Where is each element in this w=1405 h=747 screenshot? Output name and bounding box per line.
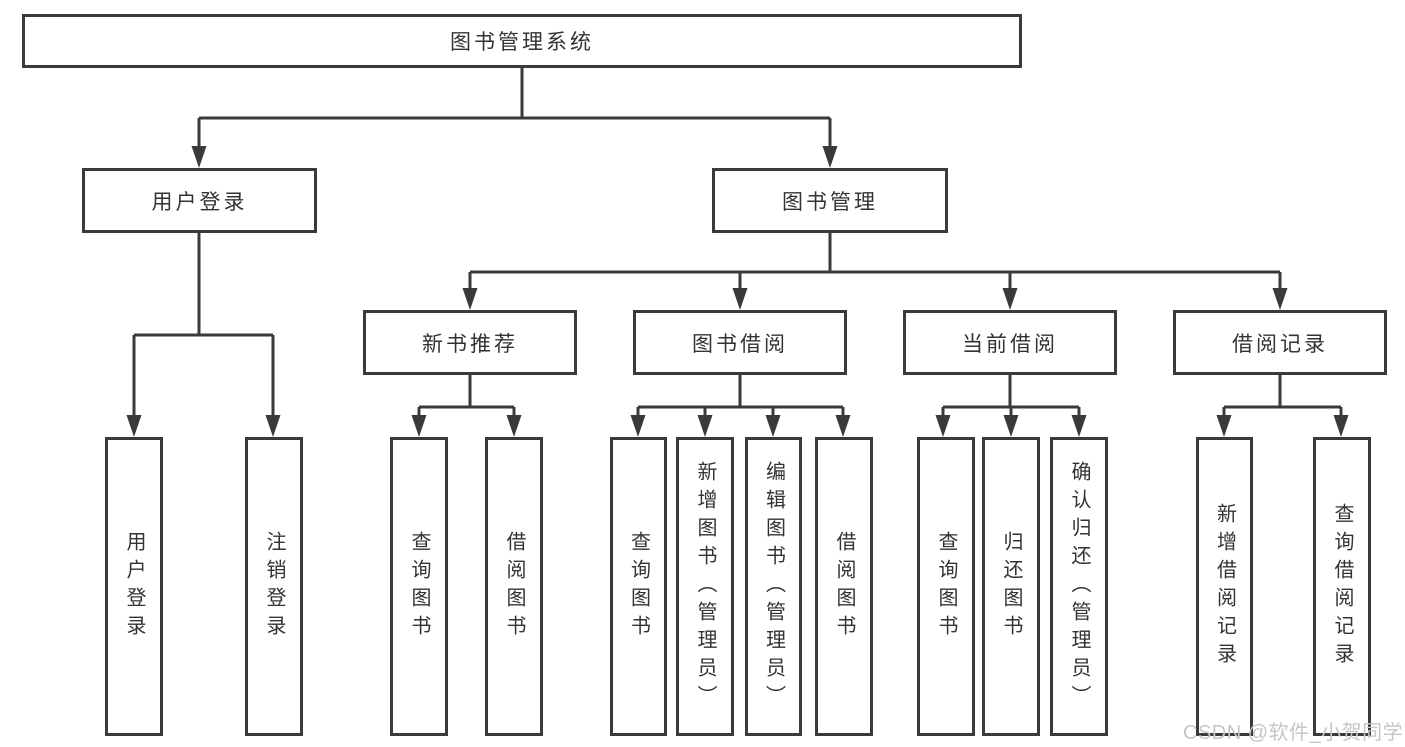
node-label: 用户登录 (151, 190, 248, 214)
connector-current-borrow-to-leaves (935, 375, 1087, 437)
node-label: 归还图书 (1000, 530, 1022, 643)
node-label: 图书管理 (782, 190, 878, 214)
leaf-query-books-recommend: 查询图书 (390, 437, 448, 736)
node-label: 图书管理系统 (450, 31, 594, 54)
leaf-add-book-admin: 新增图书（管理员） (676, 437, 734, 736)
node-label: 查询图书 (935, 530, 957, 643)
connector-borrow-records-to-leaves (1216, 375, 1349, 437)
node-label: 借阅图书 (833, 530, 855, 643)
node-label: 新增图书（管理员） (694, 460, 716, 713)
leaf-query-books-borrow: 查询图书 (610, 437, 667, 736)
csdn-watermark: CSDN @软件_小贺同学 (1183, 722, 1404, 744)
leaf-edit-book-admin: 编辑图书（管理员） (745, 437, 802, 736)
connector-new-book-recommend-to-leaves (411, 375, 522, 437)
node-new-book-recommend: 新书推荐 (363, 310, 577, 375)
node-label: 用户登录 (123, 530, 145, 643)
connector-book-borrow-to-leaves (630, 375, 851, 437)
node-label: 确认归还（管理员） (1068, 460, 1090, 713)
node-label: 查询图书 (627, 530, 650, 643)
leaf-return-book: 归还图书 (982, 437, 1040, 736)
leaf-user-login: 用户登录 (105, 437, 163, 736)
leaf-add-borrow-record: 新增借阅记录 (1196, 437, 1253, 736)
connector-book-management-to-modules (462, 233, 1288, 310)
node-label: 编辑图书（管理员） (762, 460, 785, 713)
node-root: 图书管理系统 (22, 14, 1022, 68)
leaf-confirm-return-admin: 确认归还（管理员） (1050, 437, 1108, 736)
node-label: 查询图书 (408, 530, 430, 643)
node-label: 图书借阅 (692, 332, 788, 356)
node-label: 新增借阅记录 (1213, 502, 1236, 671)
node-label: 新书推荐 (422, 332, 518, 356)
connector-user-login-to-leaves (126, 233, 281, 437)
node-user-login-branch: 用户登录 (82, 168, 317, 233)
node-label: 查询借阅记录 (1331, 502, 1353, 671)
node-label: 当前借阅 (962, 332, 1058, 356)
node-label: 注销登录 (263, 530, 285, 643)
leaf-borrow-books-recommend: 借阅图书 (485, 437, 543, 736)
node-label: 借阅记录 (1232, 332, 1328, 356)
node-borrow-records: 借阅记录 (1173, 310, 1387, 375)
leaf-logout: 注销登录 (245, 437, 303, 736)
leaf-query-borrow-record: 查询借阅记录 (1313, 437, 1371, 736)
node-book-borrow: 图书借阅 (633, 310, 847, 375)
node-current-borrow: 当前借阅 (903, 310, 1117, 375)
connector-root-to-level2 (191, 68, 838, 168)
node-label: 借阅图书 (503, 530, 525, 643)
node-book-management-branch: 图书管理 (712, 168, 948, 233)
leaf-query-books-current: 查询图书 (917, 437, 975, 736)
leaf-borrow-books: 借阅图书 (815, 437, 873, 736)
